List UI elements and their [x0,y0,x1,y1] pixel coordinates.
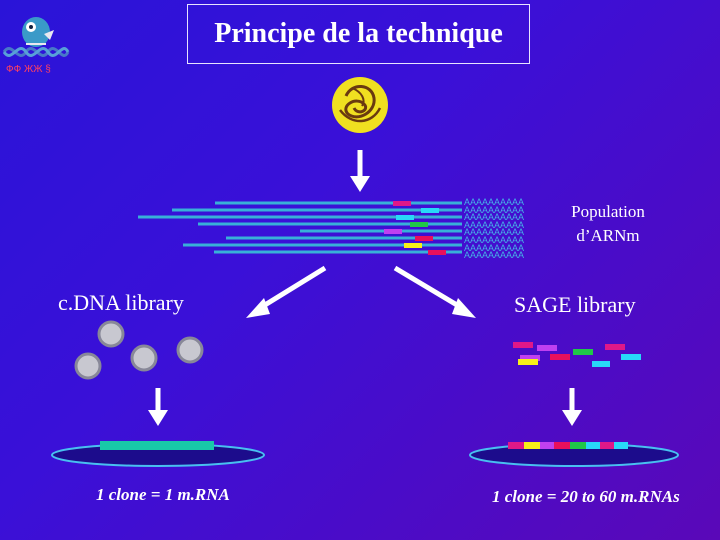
arrow-cell-to-mrna [350,150,370,192]
poly-a-row: AAAAAAAAAA [464,204,525,215]
poly-a-row: AAAAAAAAAA [464,250,525,261]
poly-a-row: AAAAAAAAAA [464,234,525,245]
slide-title: Principe de la technique [187,4,530,64]
cdna-library-label: c.DNA library [58,290,184,315]
arrow-cdna-to-plasmid [148,388,168,426]
poly-a-row: AAAAAAAAAA [464,219,525,230]
chromosome-cell-icon [332,77,388,133]
cdna-clones [74,320,204,380]
poly-a-row: AAAAAAAAAA [464,197,525,207]
poly-a-tails: AAAAAAAAAA AAAAAAAAAA AAAAAAAAAA AAAAAAA… [464,197,525,261]
mrna-population [138,201,462,255]
arrow-to-sage [393,265,476,318]
sage-library-label: SAGE library [514,292,636,317]
fish-dna-logo-icon: ФФ ЖЖ § [2,17,70,75]
poly-a-row: AAAAAAAAAA [464,242,525,253]
poly-a-row: AAAAAAAAAA [464,212,525,223]
population-label: Population d’ARNm [571,202,645,245]
arrow-to-cdna [246,265,327,318]
sage-caption: 1 clone = 20 to 60 m.RNAs [492,487,680,506]
cdna-plasmid [51,441,265,467]
svg-text:ФФ ЖЖ §: ФФ ЖЖ § [6,64,51,75]
arrow-sage-to-plasmid [562,388,582,426]
sage-plasmid [469,442,679,467]
sage-tags [513,342,641,367]
poly-a-row: AAAAAAAAAA [464,227,525,238]
cdna-caption: 1 clone = 1 m.RNA [96,485,230,504]
